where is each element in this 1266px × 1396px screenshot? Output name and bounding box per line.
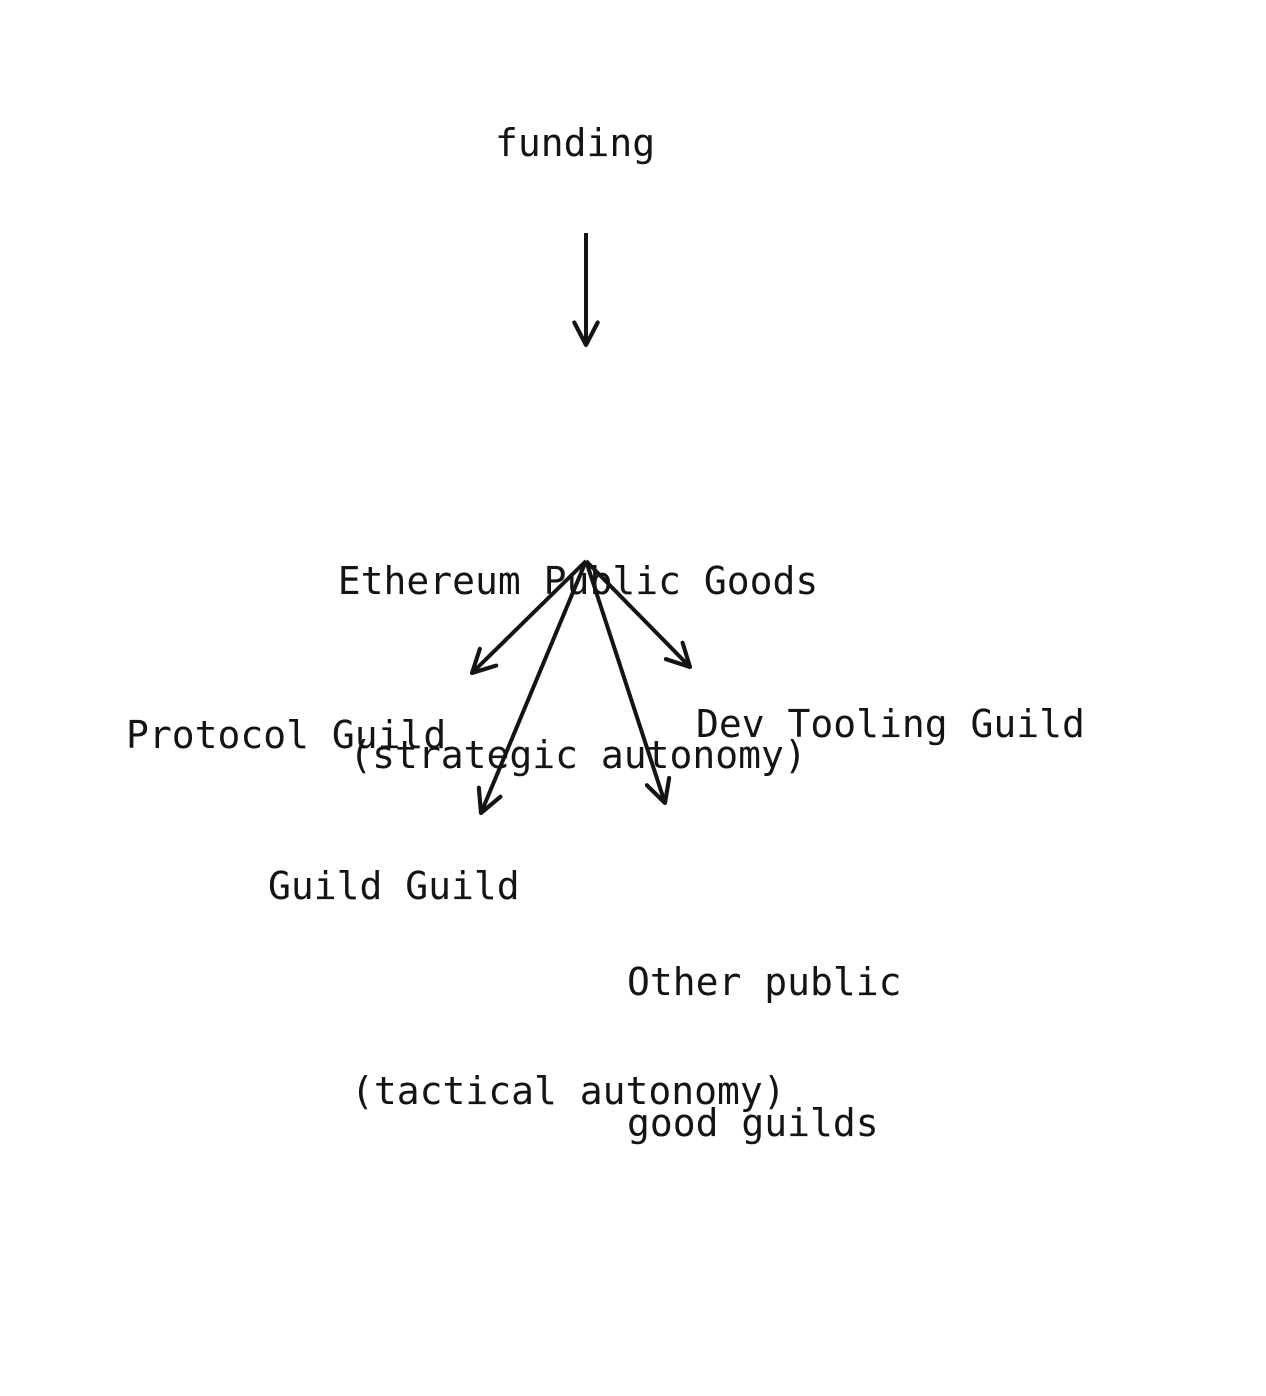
note-tactical-autonomy: (tactical autonomy): [351, 1069, 786, 1113]
node-guild-guild: Guild Guild: [268, 864, 520, 908]
arrow-ethereum-public-goods-to-guild-guild: [476, 560, 588, 816]
arrow-ethereum-public-goods-to-dev-tooling-guild: [584, 559, 693, 670]
node-dev-tooling-guild: Dev Tooling Guild: [696, 702, 1085, 746]
node-ethereum-public-goods: Ethereum Public Goods (strategic autonom…: [338, 436, 818, 900]
node-ethereum-public-goods-subtitle: (strategic autonomy): [349, 733, 807, 777]
node-other-public-good-guilds-line1: Other public: [627, 960, 902, 1004]
node-ethereum-public-goods-title: Ethereum Public Goods: [337, 559, 819, 603]
node-funding: funding: [495, 121, 656, 165]
arrow-ethereum-public-goods-to-other-public-good-guilds: [584, 560, 672, 806]
node-other-public-good-guilds-line2: good guilds: [627, 1101, 879, 1145]
arrow-ethereum-public-goods-to-protocol-guild: [469, 559, 588, 676]
node-other-public-good-guilds: Other public good guilds: [627, 865, 902, 1241]
node-protocol-guild: Protocol Guild: [126, 713, 447, 757]
